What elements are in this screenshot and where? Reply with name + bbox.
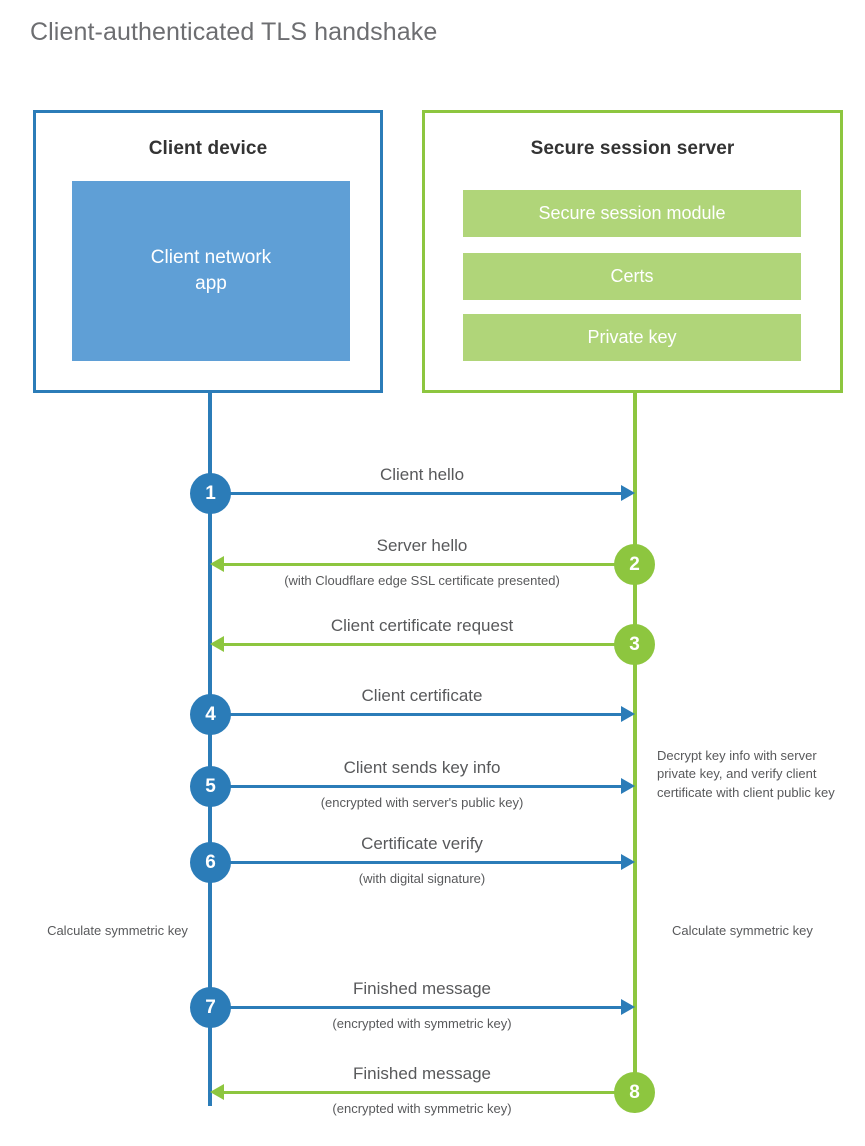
arrow-line-step-4 [210,713,625,716]
page-title: Client-authenticated TLS handshake [30,18,438,46]
arrow-line-step-7 [210,1006,625,1009]
message-sublabel-step-2: (with Cloudflare edge SSL certificate pr… [284,573,560,588]
message-sublabel-step-7: (encrypted with symmetric key) [332,1016,512,1031]
secure-session-server-title: Secure session server [530,138,735,159]
client-lifeline [208,393,212,1106]
arrow-line-step-3 [222,643,635,646]
arrow-head-step-3 [210,636,224,652]
arrow-head-step-5 [621,778,635,794]
step-circle-3[interactable]: 3 [614,624,655,665]
step-circle-2[interactable]: 2 [614,544,655,585]
client-device-title: Client device [148,138,268,159]
step-circle-7[interactable]: 7 [190,987,231,1028]
arrow-line-step-2 [222,563,635,566]
server-component-certs: Certs [463,253,801,300]
arrow-head-step-1 [621,485,635,501]
message-label-step-6: Certificate verify [361,834,483,853]
step-circle-4[interactable]: 4 [190,694,231,735]
arrow-line-step-8 [222,1091,635,1094]
arrow-line-step-5 [210,785,625,788]
server-component-secure-session-module: Secure session module [463,190,801,237]
server-component-private-key: Private key [463,314,801,361]
step-circle-1[interactable]: 1 [190,473,231,514]
message-label-step-5: Client sends key info [343,758,501,777]
note-calculate-symmetric-key-client: Calculate symmetric key [47,923,188,938]
server-lifeline [633,393,637,1093]
message-label-step-7: Finished message [353,979,491,998]
arrow-line-step-1 [210,492,625,495]
note-decrypt-key-info: Decrypt key info with server private key… [657,748,835,800]
arrow-head-step-6 [621,854,635,870]
message-label-step-2: Server hello [376,536,468,555]
arrow-line-step-6 [210,861,625,864]
arrow-head-step-8 [210,1084,224,1100]
step-circle-8[interactable]: 8 [614,1072,655,1113]
step-circle-5[interactable]: 5 [190,766,231,807]
message-label-step-8: Finished message [353,1064,491,1083]
message-sublabel-step-6: (with digital signature) [358,871,486,886]
secure-session-server-box: Secure session server Secure session mod… [422,110,843,393]
message-sublabel-step-5: (encrypted with server's public key) [320,795,524,810]
note-calculate-symmetric-key-server: Calculate symmetric key [672,923,813,938]
arrow-head-step-4 [621,706,635,722]
arrow-head-step-2 [210,556,224,572]
arrow-head-step-7 [621,999,635,1015]
message-label-step-1: Client hello [379,465,465,484]
message-sublabel-step-8: (encrypted with symmetric key) [332,1101,512,1116]
message-label-step-4: Client certificate [361,686,483,705]
step-circle-6[interactable]: 6 [190,842,231,883]
message-label-step-3: Client certificate request [330,616,514,635]
